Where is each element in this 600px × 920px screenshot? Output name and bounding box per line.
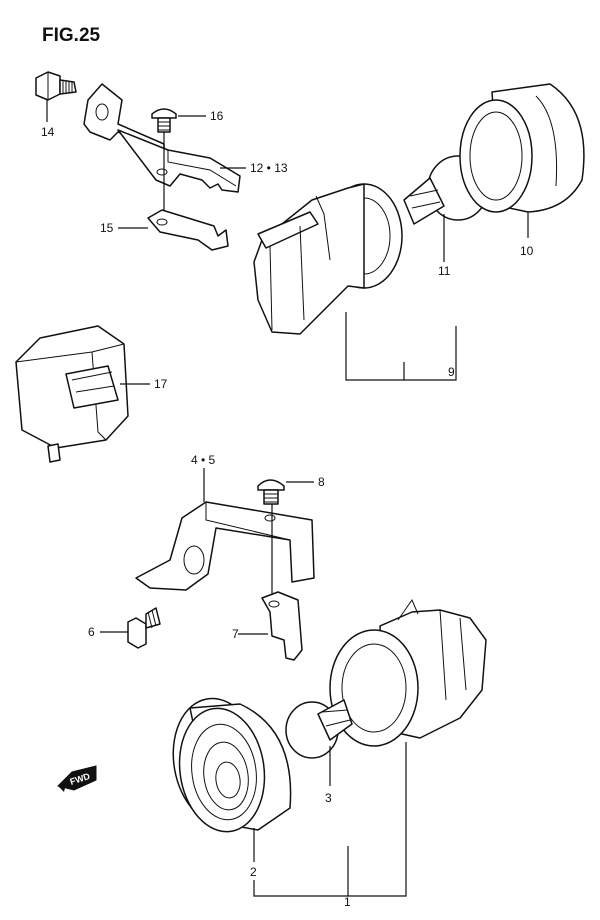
callout-6: 6 (88, 625, 95, 639)
bolt-icon (127, 607, 161, 649)
lens-icon (172, 697, 292, 833)
bulb-icon (285, 699, 353, 759)
callout-8: 8 (318, 475, 325, 489)
callout-9: 9 (448, 365, 455, 379)
mounting-clip-upper (147, 209, 229, 251)
callout-1: 1 (344, 895, 351, 909)
callout-10: 10 (520, 244, 534, 258)
figure-title: FIG.25 (42, 25, 101, 46)
callout-2: 2 (250, 865, 257, 879)
callout-11: 11 (438, 264, 451, 278)
callout-7: 7 (232, 627, 239, 641)
callout-4-5: 4 • 5 (191, 453, 216, 467)
mounting-clip-lower (261, 591, 303, 661)
turn-signal-bracket-front (135, 501, 315, 591)
arrow-left-icon (57, 765, 97, 792)
relay-icon (15, 325, 129, 463)
lamp-housing-lower (329, 598, 487, 747)
callout-14: 14 (41, 125, 55, 139)
callout-12-13: 12 • 13 (250, 161, 288, 175)
lens-icon (459, 83, 585, 213)
turn-signal-bracket-rear (83, 83, 241, 193)
screw-icon (151, 108, 177, 133)
lamp-housing-upper (253, 183, 403, 335)
callout-17: 17 (154, 377, 168, 391)
screw-icon (257, 479, 285, 505)
callout-15: 15 (100, 221, 114, 235)
callout-16: 16 (210, 109, 224, 123)
bolt-icon (35, 71, 77, 101)
callout-3: 3 (325, 791, 332, 805)
